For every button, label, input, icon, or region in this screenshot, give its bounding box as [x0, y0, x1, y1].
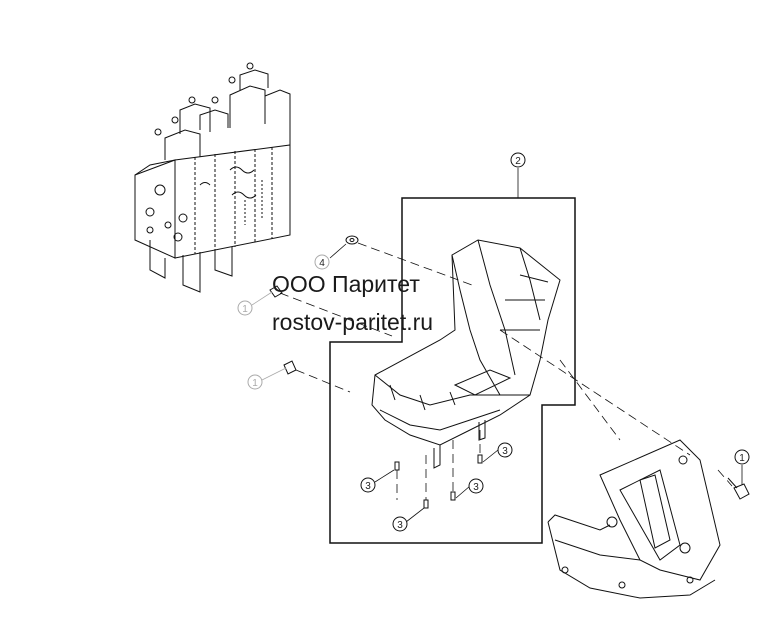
- svg-text:4: 4: [319, 258, 325, 269]
- callout-4: 4: [314, 254, 330, 270]
- callout-3-b: 3: [392, 516, 408, 532]
- drip-pan: [371, 239, 561, 469]
- assembly-frame-outline: [329, 197, 576, 544]
- bolt-left-upper: [269, 285, 283, 298]
- bolt-right: [727, 477, 750, 500]
- svg-text:3: 3: [502, 446, 508, 457]
- svg-text:3: 3: [365, 481, 371, 492]
- callout-1-lower-faded: 1: [247, 374, 263, 390]
- small-screws: [394, 454, 483, 509]
- callout-3-c: 3: [468, 478, 484, 494]
- svg-text:1: 1: [739, 453, 745, 464]
- svg-text:1: 1: [242, 304, 248, 315]
- callout-3-d: 3: [497, 442, 513, 458]
- watermark-website: rostov-paritet.ru: [272, 309, 434, 335]
- washer-upper: [345, 235, 359, 245]
- watermark-company-name: ООО Паритет: [272, 271, 420, 297]
- callout-2: 2: [510, 152, 526, 168]
- bolt-left-lower: [283, 360, 297, 375]
- assembly-leader-lines: [279, 242, 733, 500]
- svg-text:2: 2: [515, 156, 521, 167]
- svg-text:1: 1: [252, 378, 258, 389]
- callout-1-upper-faded: 1: [237, 300, 253, 316]
- callout-3-a: 3: [360, 477, 376, 493]
- faded-callout-leaders: [251, 291, 287, 381]
- callout-1-right: 1: [734, 449, 750, 465]
- svg-text:3: 3: [473, 482, 479, 493]
- valve-block-assembly: [134, 62, 291, 293]
- mounting-bracket: [547, 439, 721, 599]
- callout-leaders: [329, 168, 743, 523]
- svg-text:3: 3: [397, 520, 403, 531]
